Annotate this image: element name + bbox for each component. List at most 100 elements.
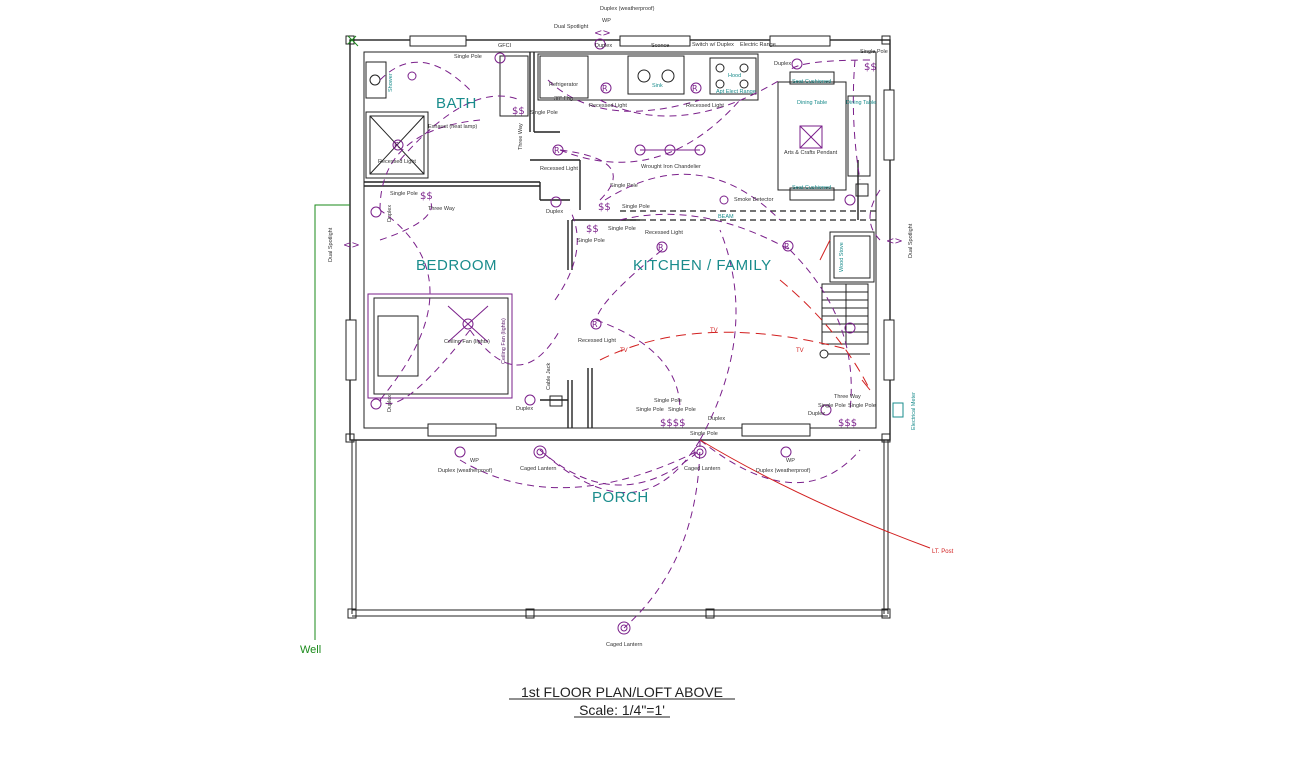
kitchen-fixtures (537, 53, 759, 101)
ceiling-fan-icon (447, 305, 489, 343)
room-label-kitchen-family: KITCHEN / FAMILY (633, 257, 772, 274)
label: Single Pole (860, 49, 888, 55)
title-line-2: Scale: 1/4"=1' (579, 702, 665, 718)
label: Exhaust (heat lamp) (428, 124, 477, 130)
window-bottom-1 (427, 423, 497, 437)
duplex-outlet-icon (594, 38, 606, 50)
window-top-2 (619, 35, 691, 47)
window-top-3 (769, 35, 831, 47)
label: Switch w/ Duplex (692, 42, 734, 48)
switch-icon: $$ (420, 191, 433, 202)
toilet-tub-icon (499, 55, 529, 117)
wiring-runs (379, 59, 881, 629)
svg-text:R: R (602, 84, 608, 93)
room-label-porch: PORCH (592, 489, 649, 506)
label: Duplex (708, 416, 725, 422)
room-label-bath: BATH (436, 95, 477, 112)
label: Single Pole (577, 238, 605, 244)
switch-icon: $$ (512, 106, 525, 117)
label: Smoke Detector (734, 197, 774, 203)
label: WP (786, 458, 795, 464)
label: Single Pole (610, 183, 638, 189)
label: GFCI (498, 43, 512, 49)
label: Recessed Light (645, 230, 683, 236)
lt-post-line (699, 439, 931, 549)
label: Single Pole (390, 191, 418, 197)
label: Ceiling Fan (lights) (501, 318, 507, 364)
duplex-outlet-icon (844, 194, 856, 206)
svg-text:R: R (784, 242, 790, 251)
label: Three Way (518, 123, 524, 150)
label: Single Pole (668, 407, 696, 413)
duplex-outlet-icon (791, 58, 803, 70)
label: Electrical Meter (911, 392, 917, 430)
svg-text:R: R (394, 141, 400, 150)
label: Seat Cushioned (792, 185, 831, 191)
label: Duplex (weatherproof) (600, 6, 655, 12)
label: Duplex (387, 395, 393, 412)
electrical-symbols: R R R R R R R (343, 28, 904, 635)
label: TV (710, 328, 718, 334)
label: BEAM (718, 214, 734, 220)
duplex-outlet-icon (454, 446, 466, 458)
label: 30" Fhg (554, 96, 573, 102)
recessed-light-icon: R (690, 82, 702, 94)
sink-icon (365, 61, 387, 99)
window-bottom-2 (741, 423, 811, 437)
rotated-labels: Dual Spotlight Dual Spotlight Duplex Dup… (328, 73, 917, 430)
label: Electric Range (740, 42, 776, 48)
label: Arts & Crafts Pendant (784, 150, 838, 156)
label: Shower (388, 73, 394, 92)
label: Three Way (834, 394, 861, 400)
svg-text:R: R (592, 320, 598, 329)
porch (347, 440, 891, 619)
duplex-outlet-icon (780, 446, 792, 458)
window-right-1 (883, 89, 895, 161)
bed-icon (367, 293, 513, 399)
label: Recessed Light (540, 166, 578, 172)
smoke-detector-icon (719, 195, 729, 205)
label: Caged Lantern (606, 642, 642, 648)
label: Duplex (546, 209, 563, 215)
switch-icon: $$$$ (660, 418, 685, 429)
label: Recessed Light (686, 103, 724, 109)
sink-kitchen-icon (627, 55, 685, 95)
recessed-light-icon: R (600, 82, 612, 94)
label: Dining Table (797, 100, 827, 106)
dining-set (777, 71, 871, 201)
window-left (345, 319, 357, 381)
exhaust-fan-icon (407, 71, 417, 81)
recessed-light-icon: R (590, 318, 602, 330)
window-top-1 (409, 35, 467, 47)
spotlight-icon: <> (343, 240, 360, 251)
label: Wrought Iron Chandelier (641, 164, 701, 170)
label: Single Pole (530, 110, 558, 116)
label: Single Pole (690, 431, 718, 437)
dining-table-icon (777, 81, 847, 191)
label: Hood (728, 73, 741, 79)
label: Duplex (595, 43, 612, 49)
drawing-title: 1st FLOOR PLAN/LOFT ABOVE Scale: 1/4"=1' (509, 684, 735, 718)
svg-text:R: R (554, 146, 560, 155)
label: Refrigerator (549, 82, 578, 88)
label: Recessed Light (578, 338, 616, 344)
label: Seat Cushioned (792, 79, 831, 85)
shower-icon (365, 111, 429, 179)
label: WP (602, 18, 611, 24)
label: Single Pole (818, 403, 846, 409)
label: Duplex (774, 61, 791, 67)
spotlight-icon: <> (594, 28, 611, 39)
gfci-outlet-icon (494, 52, 506, 64)
label: Recessed Light (589, 103, 627, 109)
recessed-light-icon: R (656, 241, 668, 253)
exterior-walls (345, 35, 895, 443)
label: Duplex (387, 205, 393, 222)
tv-runs (599, 239, 931, 549)
duplex-outlet-icon (844, 322, 856, 334)
label: Sink (652, 83, 663, 89)
bath-fixtures (365, 55, 529, 179)
caged-lantern-icon (693, 445, 707, 459)
label: Three Way (428, 206, 455, 212)
label: Caged Lantern (684, 466, 720, 472)
